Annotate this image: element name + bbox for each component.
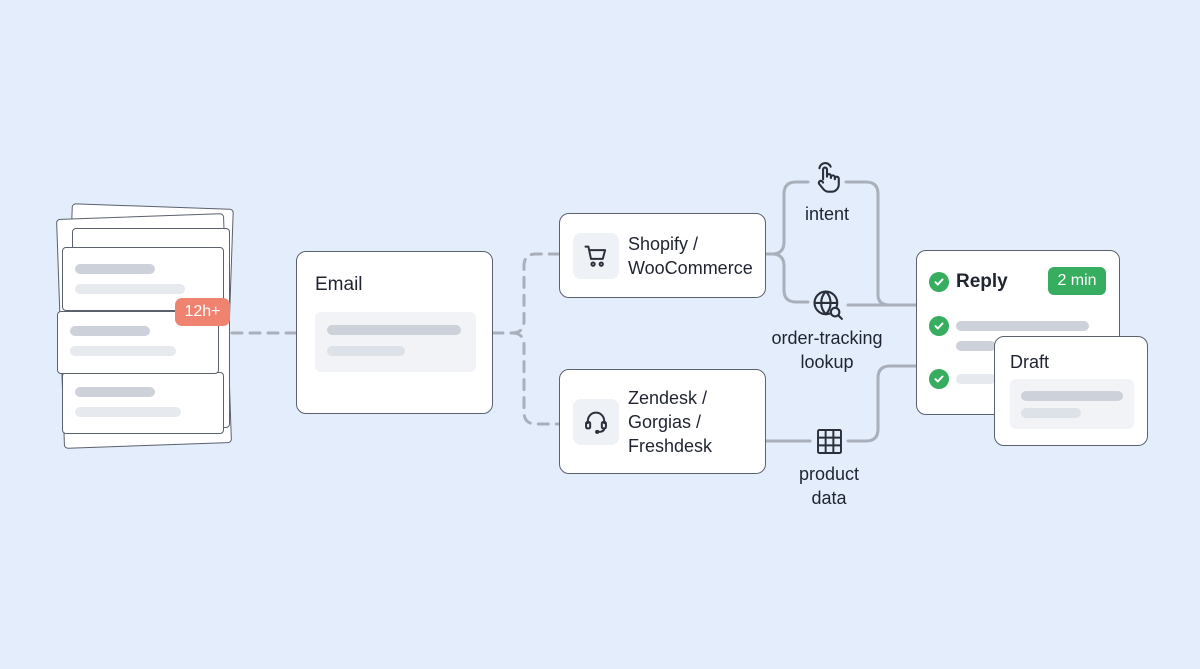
draft-card[interactable]: Draft [994, 336, 1148, 446]
waiting-time-badge: 12h+ [175, 298, 230, 326]
text-placeholder [75, 407, 181, 417]
helpdesk-label-line1: Zendesk / [628, 388, 708, 408]
globe-search-icon [811, 288, 845, 327]
text-placeholder [327, 325, 461, 335]
check-icon [929, 369, 949, 389]
connector-product-reply [846, 364, 918, 443]
time-badge: 2 min [1048, 267, 1106, 295]
text-placeholder [1021, 408, 1081, 418]
text-placeholder [75, 284, 185, 294]
connector-email-branch [491, 252, 562, 335]
shopify-label-line1: Shopify / [628, 234, 699, 254]
text-placeholder [70, 326, 150, 336]
check-icon [929, 316, 949, 336]
order-tracking-label-line1: order-tracking [771, 328, 883, 348]
draft-body-preview [1010, 379, 1134, 429]
inbox-message-3[interactable] [62, 372, 224, 434]
text-placeholder [327, 346, 405, 356]
reply-title: Reply [956, 271, 1008, 292]
shopify-label-line2: WooCommerce [628, 258, 753, 278]
check-icon [929, 272, 949, 292]
text-placeholder [1021, 391, 1123, 401]
text-placeholder [75, 264, 155, 274]
intent-label: intent [804, 204, 850, 224]
email-title: Email [315, 274, 363, 295]
shopify-woocommerce-card[interactable]: Shopify / WooCommerce [559, 213, 766, 298]
text-placeholder [956, 341, 996, 351]
text-placeholder [956, 374, 996, 384]
helpdesk-label-line2: Gorgias / [628, 412, 702, 432]
cart-icon [573, 233, 619, 279]
helpdesk-label-line3: Freshdesk [628, 436, 713, 456]
connector-email-branch-lower [510, 331, 562, 426]
email-body-preview [315, 312, 476, 372]
connector-intent-reply [844, 180, 918, 307]
order-tracking-label-line2: lookup [800, 352, 854, 372]
connector-shopify-order [770, 252, 810, 304]
email-card[interactable]: Email [296, 251, 493, 414]
headset-icon [573, 399, 619, 445]
product-data-label-line2: data [811, 488, 847, 508]
pointer-hand-icon [811, 161, 843, 200]
text-placeholder [75, 387, 155, 397]
text-placeholder [956, 321, 1089, 331]
product-data-label-line1: product [798, 464, 860, 484]
draft-title: Draft [1010, 352, 1050, 372]
grid-icon [815, 427, 844, 461]
text-placeholder [70, 346, 176, 356]
helpdesk-card[interactable]: Zendesk / Gorgias / Freshdesk [559, 369, 766, 474]
